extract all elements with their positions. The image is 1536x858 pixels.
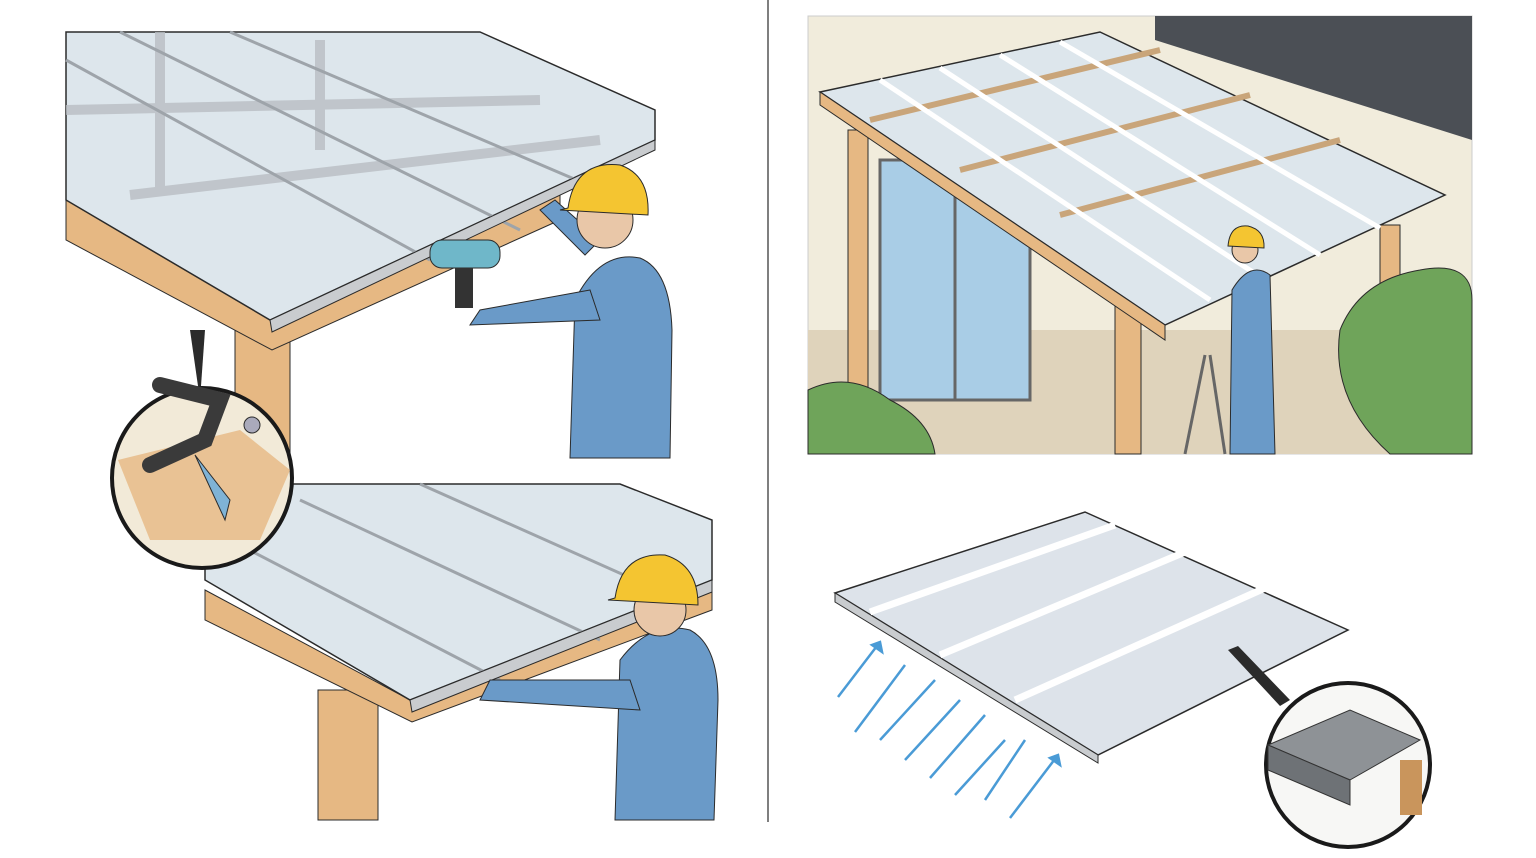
house-siding (1155, 16, 1472, 140)
wooden-post (847, 129, 869, 401)
worker-arm (479, 679, 641, 711)
sheet-ribs (868, 521, 1267, 704)
hard-hat-icon (1227, 225, 1265, 249)
drill-icon (429, 239, 501, 269)
wooden-post (1114, 299, 1142, 455)
screw-icon (243, 416, 261, 434)
shrub (1338, 267, 1473, 455)
worker-body (569, 256, 673, 459)
worker-body (614, 627, 719, 821)
rubber-seal-icon (142, 377, 231, 473)
polycarbonate-sheet (833, 511, 1350, 756)
drill-handle (455, 268, 473, 308)
wooden-post (317, 689, 379, 821)
roof-glazing-bars (878, 39, 1382, 303)
uv-arrows-icon (837, 640, 1062, 819)
panel-top-left-drilling (65, 30, 673, 459)
panel-bottom-right-sheet (833, 511, 1432, 849)
stepladder-icon (1183, 354, 1227, 455)
panel-bottom-left-fastening (110, 330, 719, 821)
sealant-tube-icon (194, 454, 231, 522)
worker-body (1229, 269, 1276, 455)
worker-arm (469, 289, 601, 326)
hard-hat-icon (559, 164, 649, 216)
hard-hat-icon (607, 554, 699, 606)
roof-glazing-bars (65, 30, 601, 262)
shrub (807, 381, 936, 455)
panel-top-right-house (807, 15, 1473, 455)
